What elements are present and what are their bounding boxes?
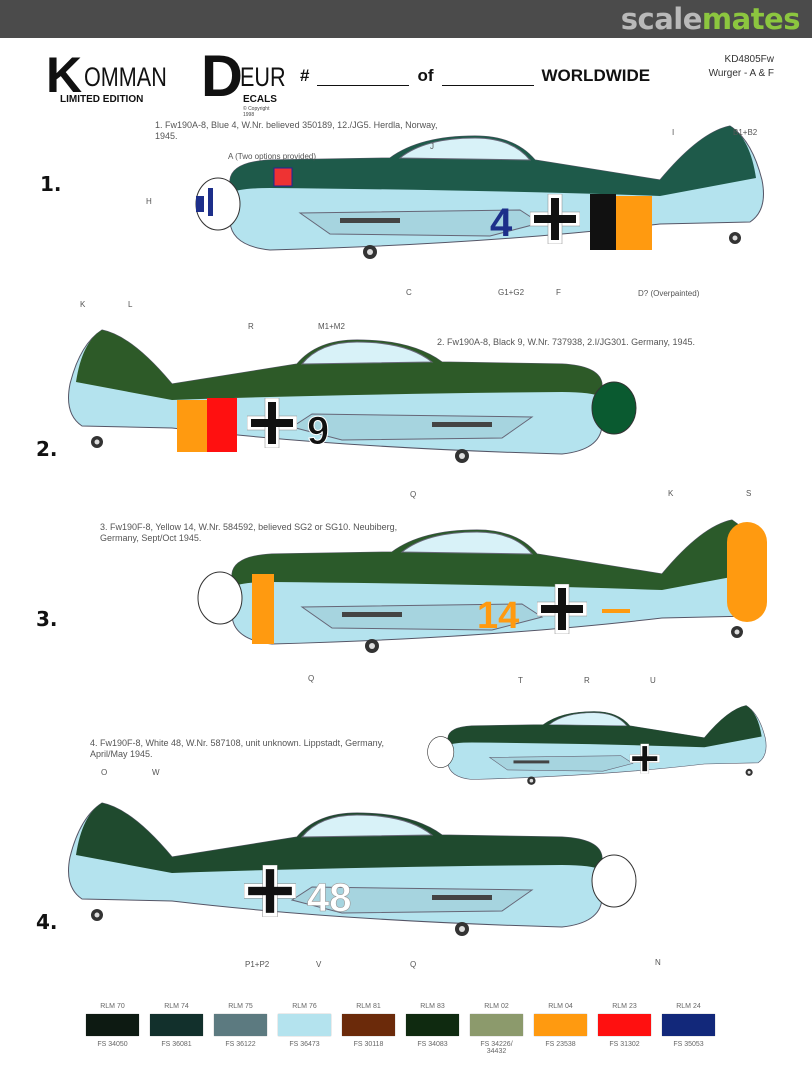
- unit-emblem: [273, 167, 293, 187]
- profile-number: 3.: [36, 607, 58, 631]
- color-chip: RLM 04 FS 23538: [534, 1003, 587, 1055]
- color-swatch: [406, 1014, 459, 1036]
- rlm-label: RLM 74: [164, 1003, 189, 1010]
- color-chip: RLM 81 FS 30118: [342, 1003, 395, 1055]
- color-chip: RLM 75 FS 36122: [214, 1003, 267, 1055]
- color-swatch: [534, 1014, 587, 1036]
- fuselage-code: 14: [477, 595, 519, 637]
- fs-label: FS 30118: [353, 1041, 384, 1048]
- color-swatch: [662, 1014, 715, 1036]
- profile-caption: 2. Fw190A-8, Black 9, W.Nr. 737938, 2.I/…: [437, 337, 695, 347]
- product-code: KD4805Fw Wurger - A & F: [708, 54, 774, 79]
- profile-caption: 3. Fw190F-8, Yellow 14, W.Nr. 584592, be…: [100, 522, 398, 543]
- fs-label: FS 31302: [609, 1041, 640, 1048]
- aircraft-profile-3: 14: [192, 512, 767, 662]
- blank-line: [441, 71, 534, 86]
- color-chip: RLM 76 FS 36473: [278, 1003, 331, 1055]
- color-swatch: [86, 1014, 139, 1036]
- fs-label: FS 35053: [673, 1041, 704, 1048]
- aircraft-profile-4-alternate: [424, 698, 770, 793]
- rlm-label: RLM 81: [356, 1003, 381, 1010]
- rlm-label: RLM 24: [676, 1003, 701, 1010]
- fs-label: FS 34050: [97, 1041, 128, 1048]
- color-chip: RLM 02 FS 34226/ 34432: [470, 1003, 523, 1055]
- color-chip: RLM 74 FS 36081: [150, 1003, 203, 1055]
- color-reference-chips: RLM 70 FS 34050 RLM 74 FS 36081 RLM 75 FS 361…: [86, 1003, 715, 1055]
- color-chip: RLM 24 FS 35053: [662, 1003, 715, 1055]
- kommandeur-logo: K OMMAN D EUR LIMITED EDITION ECALS © Co…: [46, 44, 286, 119]
- profile-caption: 1. Fw190A-8, Blue 4, W.Nr. believed 3501…: [155, 120, 438, 141]
- rlm-label: RLM 04: [548, 1003, 573, 1010]
- fs-label: FS 36473: [289, 1041, 320, 1048]
- fuselage-code: 48: [307, 876, 352, 920]
- fuselage-code: 4: [490, 201, 513, 245]
- site-header-bar: scalemates: [0, 0, 812, 38]
- color-swatch: [470, 1014, 523, 1036]
- fs-label: FS 34226/ 34432: [480, 1041, 513, 1055]
- color-swatch: [598, 1014, 651, 1036]
- profile-number: 4.: [36, 910, 58, 934]
- aircraft-profile-4: 48: [62, 795, 642, 945]
- fs-label: FS 36122: [225, 1041, 256, 1048]
- color-chip: RLM 83 FS 34083: [406, 1003, 459, 1055]
- color-swatch: [342, 1014, 395, 1036]
- fs-label: FS 34083: [417, 1041, 448, 1048]
- fs-label: FS 36081: [161, 1041, 192, 1048]
- profile-caption: 4. Fw190F-8, White 48, W.Nr. 587108, uni…: [90, 738, 384, 759]
- blank-line: [317, 71, 410, 86]
- profile-number: 1.: [40, 172, 62, 196]
- rlm-label: RLM 75: [228, 1003, 253, 1010]
- scalemates-logo[interactable]: scalemates: [620, 2, 801, 36]
- edition-number-line: # of WORLDWIDE: [300, 66, 651, 86]
- fuselage-code: 9: [307, 409, 329, 453]
- aircraft-profile-1: 4: [190, 118, 770, 268]
- fs-label: FS 23538: [545, 1041, 576, 1048]
- profile-number: 2.: [36, 437, 58, 461]
- rlm-label: RLM 76: [292, 1003, 317, 1010]
- color-swatch: [278, 1014, 331, 1036]
- rlm-label: RLM 70: [100, 1003, 125, 1010]
- color-swatch: [150, 1014, 203, 1036]
- aircraft-profile-2: 9: [62, 322, 642, 472]
- rlm-label: RLM 02: [484, 1003, 509, 1010]
- color-swatch: [214, 1014, 267, 1036]
- color-chip: RLM 70 FS 34050: [86, 1003, 139, 1055]
- rlm-label: RLM 83: [420, 1003, 445, 1010]
- color-chip: RLM 23 FS 31302: [598, 1003, 651, 1055]
- rlm-label: RLM 23: [612, 1003, 637, 1010]
